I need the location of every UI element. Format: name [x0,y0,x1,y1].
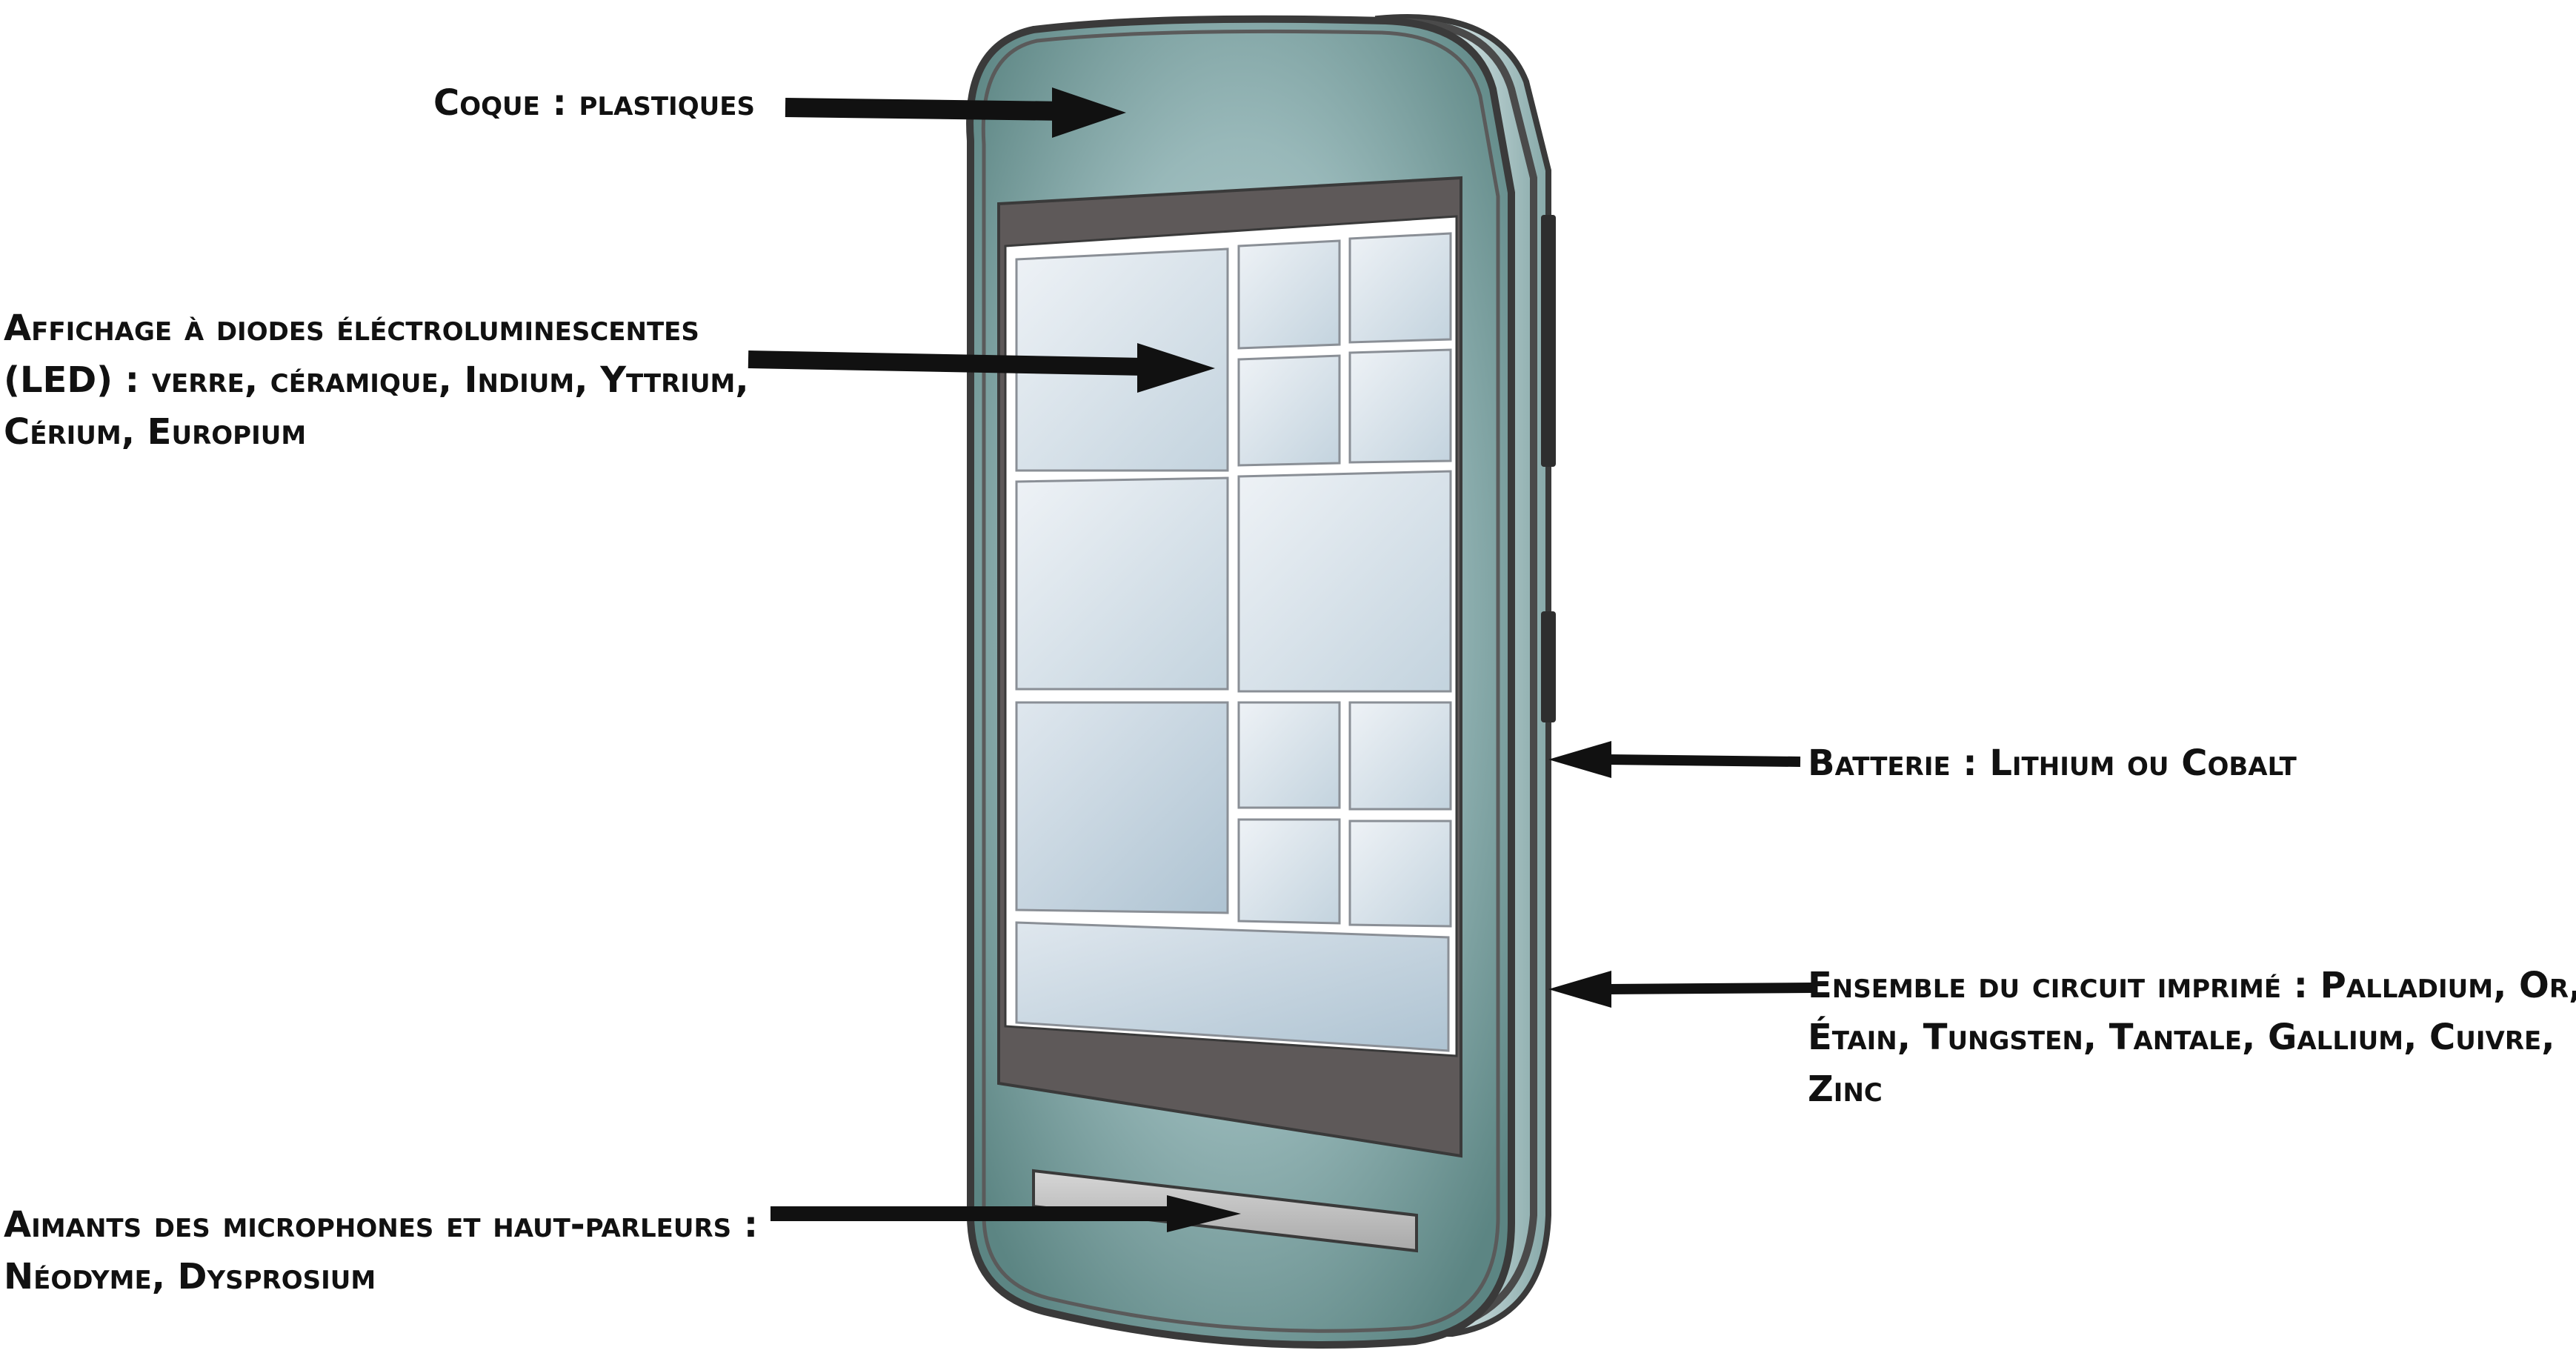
arrow-circuit [1548,971,1812,1008]
label-display: Affichage à diodes éléctroluminescentes … [4,302,749,458]
tile-small-5 [1237,701,1341,809]
label-magnets-line-1: Aimants des microphones et haut-parleurs… [4,1204,759,1246]
label-battery-line: Batterie : Lithium ou Cobalt [1808,742,2297,784]
label-case-line: Coque : plastiques [433,82,755,124]
arrow-display [748,343,1215,393]
tile-small-2 [1348,232,1452,344]
arrow-battery [1548,741,1801,778]
tile-large-2 [1015,476,1229,691]
tile-small-6 [1348,701,1452,811]
label-case: Coque : plastiques [433,77,755,129]
tile-small-8 [1348,820,1452,928]
label-circuit-line-3: Zinc [1808,1068,1883,1110]
label-display-line-1: Affichage à diodes éléctroluminescentes [4,308,699,349]
side-button-lower [1541,611,1556,722]
arrow-case [785,87,1126,138]
label-display-line-2: (LED) : verre, céramique, Indium, Yttriu… [4,359,749,401]
label-display-line-3: Cérium, Europium [4,411,307,453]
side-button-upper [1541,215,1556,467]
label-circuit: Ensemble du circuit imprimé : Palladium,… [1808,960,2576,1115]
tile-small-4 [1348,348,1452,464]
tile-small-1 [1237,239,1341,350]
label-battery: Batterie : Lithium ou Cobalt [1808,737,2297,789]
tile-small-3 [1237,354,1341,467]
label-magnets-line-2: Néodyme, Dysprosium [4,1256,376,1297]
tile-wide [1015,921,1450,1052]
arrow-magnets [771,1195,1241,1232]
tile-large-3 [1237,470,1452,693]
label-circuit-line-1: Ensemble du circuit imprimé : Palladium,… [1808,965,2576,1006]
tile-small-7 [1237,818,1341,925]
label-magnets: Aimants des microphones et haut-parleurs… [4,1199,758,1303]
arrows [748,87,1812,1232]
tile-large-4 [1015,701,1229,914]
label-circuit-line-2: Étain, Tungsten, Tantale, Gallium, Cuivr… [1808,1017,2555,1058]
